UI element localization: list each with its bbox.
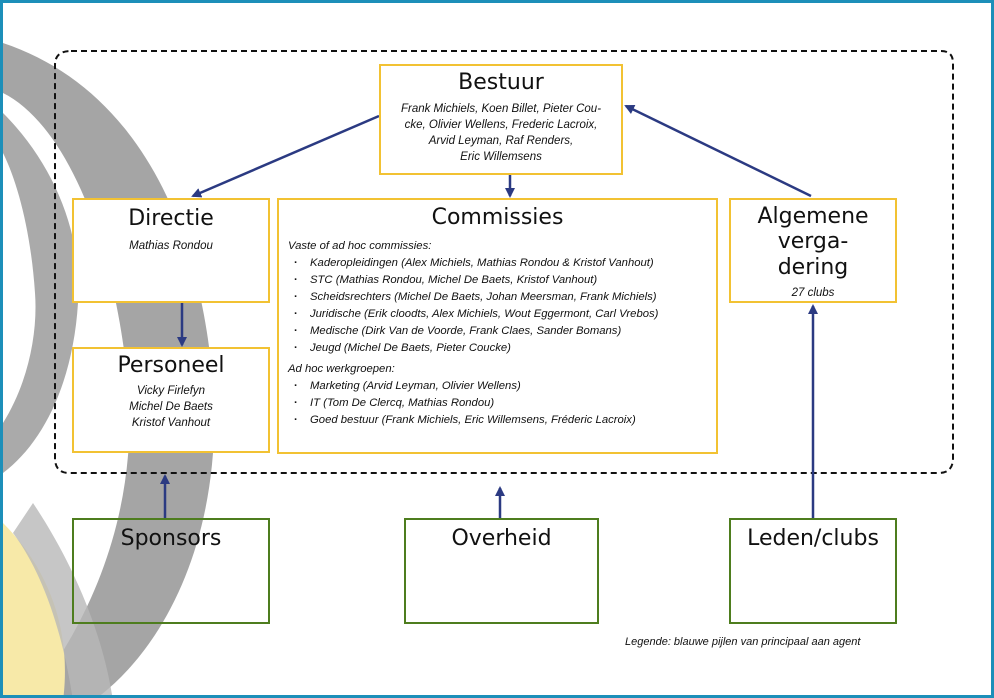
algemene-title-line-1: Algemene verga-: [757, 204, 869, 255]
list-item: Marketing (Arvid Leyman, Olivier Wellens…: [288, 378, 716, 395]
list-item: Medische (Dirk Van de Voorde, Frank Clae…: [288, 323, 716, 340]
bestuur-members-line-2: cke, Olivier Wellens, Frederic Lacroix,: [404, 119, 598, 132]
vaste-commissies-list: Kaderopleidingen (Alex Michiels, Mathias…: [288, 255, 716, 357]
commissies-box: Commissies Vaste of ad hoc commissies: K…: [277, 198, 718, 454]
personeel-box: Personeel Vicky Firlefyn Michel De Baets…: [72, 347, 270, 453]
list-item: Scheidsrechters (Michel De Baets, Johan …: [288, 289, 716, 306]
personeel-member-3: Kristof Vanhout: [131, 417, 211, 430]
bestuur-members-line-4: Eric Willemsens: [460, 150, 542, 163]
directie-box: Directie Mathias Rondou: [72, 198, 270, 303]
bestuur-box: Bestuur Frank Michiels, Koen Billet, Pie…: [379, 64, 623, 175]
personeel-member-1: Vicky Firlefyn: [136, 385, 206, 398]
algemene-members: 27 clubs: [791, 286, 835, 299]
list-item: Kaderopleidingen (Alex Michiels, Mathias…: [288, 255, 716, 272]
bestuur-members-line-1: Frank Michiels, Koen Billet, Pieter Cou-: [400, 103, 602, 116]
leden-clubs-box: Leden/clubs: [729, 518, 897, 624]
personeel-title: Personeel: [117, 353, 225, 378]
sponsors-box: Sponsors: [72, 518, 270, 624]
arrow-bestuur-to-directie: [191, 114, 380, 198]
arrow-algemene-to-bestuur: [624, 104, 812, 198]
personeel-member-2: Michel De Baets: [129, 401, 213, 414]
directie-members: Mathias Rondou: [129, 240, 213, 253]
overheid-title: Overheid: [451, 526, 552, 551]
list-item: IT (Tom De Clercq, Mathias Rondou): [288, 395, 716, 412]
algemene-title-line-2: dering: [777, 254, 849, 280]
list-item: Goed bestuur (Frank Michiels, Eric Wille…: [288, 412, 716, 429]
bestuur-title: Bestuur: [458, 70, 544, 95]
bestuur-members-line-3: Arvid Leyman, Raf Renders,: [428, 135, 574, 148]
werkgroepen-list: Marketing (Arvid Leyman, Olivier Wellens…: [288, 378, 716, 429]
directie-title: Directie: [128, 206, 214, 231]
leden-title: Leden/clubs: [747, 526, 879, 551]
list-item: Juridische (Erik cloodts, Alex Michiels,…: [288, 306, 716, 323]
sponsors-title: Sponsors: [120, 526, 222, 551]
dashed-boundary: [54, 50, 954, 474]
algemene-vergadering-box: Algemene verga- dering 27 clubs: [729, 198, 897, 303]
list-item: Jeugd (Michel De Baets, Pieter Coucke): [288, 340, 716, 357]
commissies-title: Commissies: [431, 205, 564, 230]
overheid-box: Overheid: [404, 518, 599, 624]
list-item: STC (Mathias Rondou, Michel De Baets, Kr…: [288, 272, 716, 289]
werkgroepen-heading: Ad hoc werkgroepen:: [288, 362, 395, 375]
vaste-commissies-heading: Vaste of ad hoc commissies:: [288, 240, 432, 253]
legend-text: Legende: blauwe pijlen van principaal aa…: [625, 636, 861, 648]
